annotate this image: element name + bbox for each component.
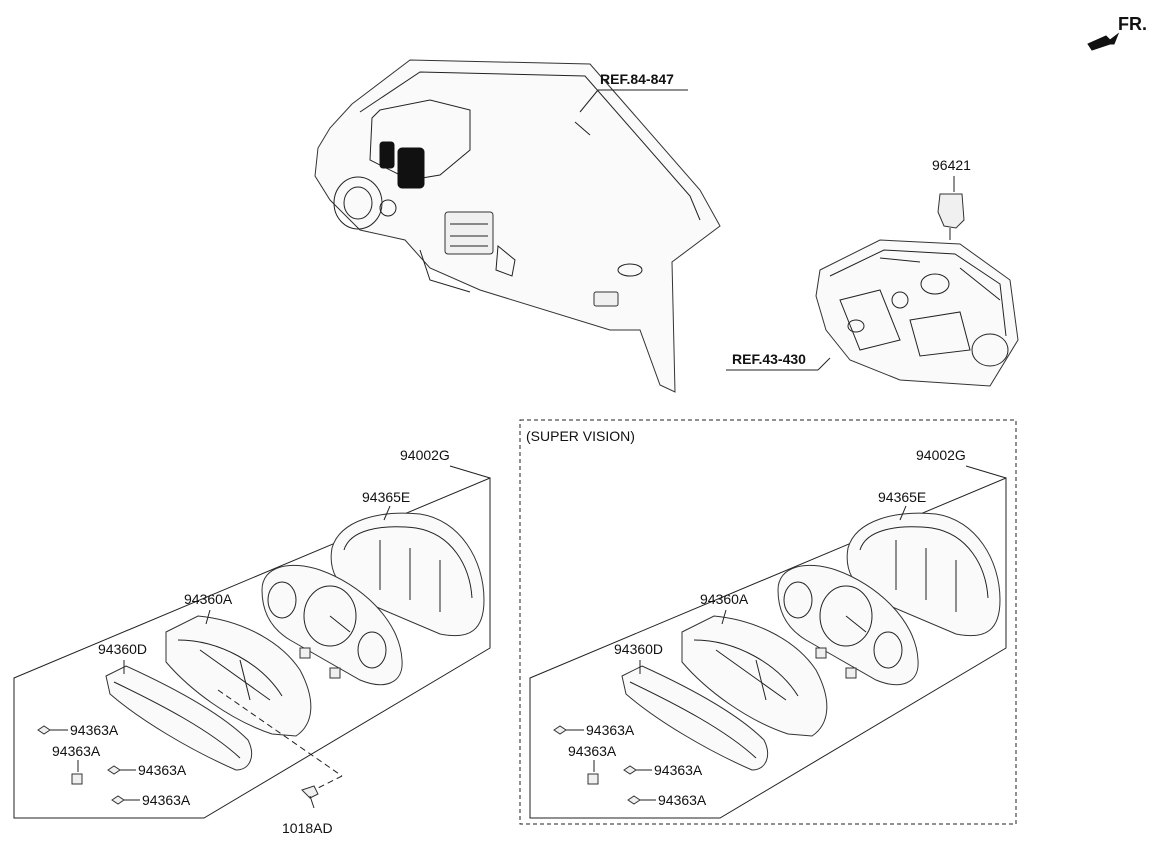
super-vision-assembly-outline	[529, 477, 1007, 819]
screw-icon	[301, 785, 319, 799]
super-vision-window-icon	[621, 665, 768, 771]
transmission-illustration	[815, 239, 1019, 387]
super-vision-clip-1-icon	[553, 725, 567, 735]
standard-assembly-outline	[13, 477, 491, 819]
cluster-hood-right-screen	[397, 147, 425, 189]
transmission-reference-label: REF.43-430	[732, 351, 806, 367]
screw-group: 1018AD	[282, 785, 333, 836]
standard-clip-3-label: 94363A	[138, 762, 187, 778]
standard-clip-2-icon	[71, 773, 83, 785]
standard-clip-3-icon	[107, 765, 121, 775]
super-vision-clip-3-icon	[623, 765, 637, 775]
super-vision-gauge-panel-icon	[777, 564, 919, 686]
super-vision-dashed-box	[519, 419, 1017, 825]
standard-panel-icon	[165, 615, 312, 737]
super-vision-panel-icon	[681, 615, 828, 737]
front-arrow-icon	[1087, 32, 1120, 51]
super-vision-window-label: 94360D	[614, 641, 663, 657]
standard-clip-4-icon	[111, 795, 125, 805]
screw-label: 1018AD	[282, 820, 333, 836]
super-vision-clip-2-icon	[587, 773, 599, 785]
super-vision-group-label: (SUPER VISION)	[526, 428, 635, 444]
standard-window-label: 94360D	[98, 641, 147, 657]
super-vision-clip-4-label: 94363A	[658, 792, 707, 808]
super-vision-case-label: 94365E	[878, 489, 926, 505]
front-direction-indicator: FR.	[1087, 14, 1147, 51]
standard-panel-label: 94360A	[184, 591, 233, 607]
dashboard-reference: REF.84-847	[579, 71, 688, 113]
standard-case-label: 94365E	[362, 489, 410, 505]
front-label: FR.	[1118, 14, 1147, 34]
super-vision-cluster-group: (SUPER VISION) 94002G 94365E 94360A 9436…	[519, 419, 1017, 825]
standard-assembly-label: 94002G	[400, 447, 450, 463]
standard-gauge-panel-icon	[261, 564, 403, 686]
speed-sensor-group: 96421	[932, 157, 971, 240]
super-vision-clip-2-label: 94363A	[568, 743, 617, 759]
standard-window-icon	[105, 665, 252, 771]
super-vision-assembly-label: 94002G	[916, 447, 966, 463]
dashboard-reference-label: REF.84-847	[600, 71, 674, 87]
transmission-reference: REF.43-430	[726, 351, 831, 371]
standard-clip-1-label: 94363A	[70, 722, 119, 738]
standard-clip-2-label: 94363A	[52, 743, 101, 759]
speed-sensor-icon	[937, 193, 965, 229]
standard-clip-4-label: 94363A	[142, 792, 191, 808]
cluster-hood-left-screen	[379, 141, 395, 169]
standard-clip-1-icon	[37, 725, 51, 735]
super-vision-clip-3-label: 94363A	[654, 762, 703, 778]
speed-sensor-label: 96421	[932, 157, 971, 173]
super-vision-panel-label: 94360A	[700, 591, 749, 607]
standard-cluster-group: 94002G 94365E 94360A 94360D	[13, 447, 491, 819]
dashboard-illustration	[314, 59, 721, 393]
super-vision-clip-4-icon	[627, 795, 641, 805]
super-vision-clip-1-label: 94363A	[586, 722, 635, 738]
